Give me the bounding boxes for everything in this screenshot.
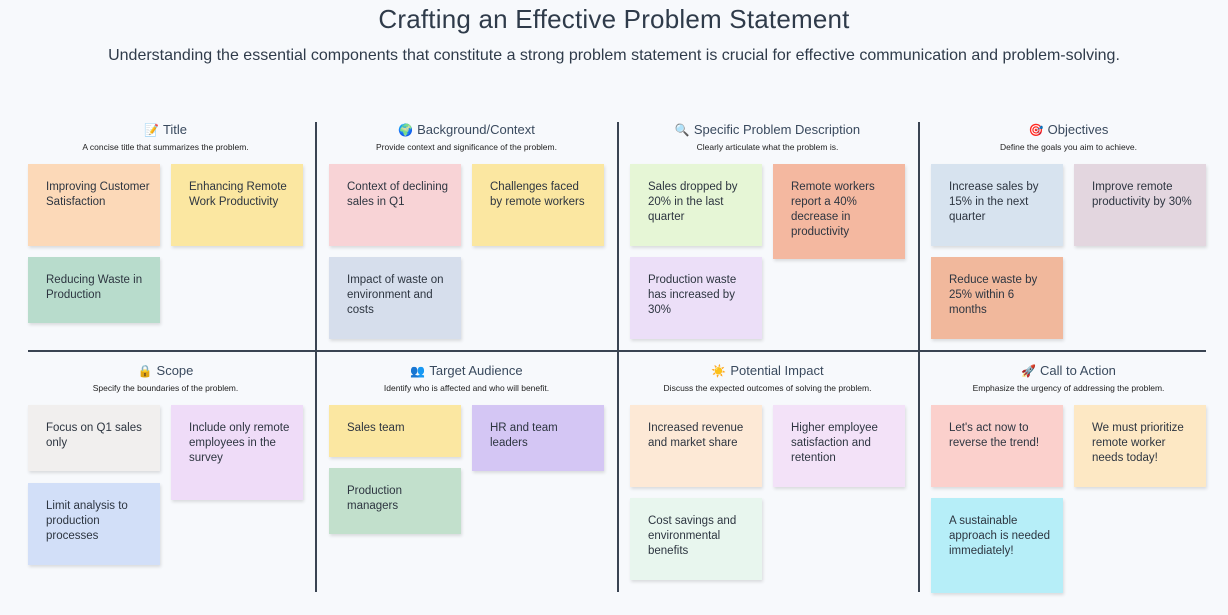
grid-divider-v1 <box>315 122 317 592</box>
section-title: 📝Title A concise title that summarizes th… <box>28 122 303 352</box>
section-description: Specify the boundaries of the problem. <box>92 383 239 393</box>
section-description: Clearly articulate what the problem is. <box>696 142 839 152</box>
sticky-note[interactable]: Production waste has increased by 30% <box>630 257 762 339</box>
section-heading: 📝Title <box>28 122 303 137</box>
sticky-note[interactable]: Reduce waste by 25% within 6 months <box>931 257 1063 339</box>
magnifier-icon: 🔍 <box>674 123 690 137</box>
section-description: Define the goals you aim to achieve. <box>999 142 1138 152</box>
sticky-note[interactable]: Higher employee satisfaction and retenti… <box>773 405 905 487</box>
page-subtitle: Understanding the essential components t… <box>108 47 1120 64</box>
section-description: Discuss the expected outcomes of solving… <box>663 383 872 393</box>
sticky-note[interactable]: We must prioritize remote worker needs t… <box>1074 405 1206 487</box>
sticky-note[interactable]: Focus on Q1 sales only <box>28 405 160 471</box>
people-icon: 👥 <box>410 364 426 378</box>
section-heading-label: Objectives <box>1047 122 1109 137</box>
grid-divider-v3 <box>918 122 920 592</box>
section-heading-label: Specific Problem Description <box>693 122 861 137</box>
section-description: Emphasize the urgency of addressing the … <box>972 383 1165 393</box>
target-icon: 🎯 <box>1028 123 1044 137</box>
sticky-note[interactable]: Cost savings and environmental benefits <box>630 498 762 580</box>
sticky-note[interactable]: Production managers <box>329 468 461 534</box>
sticky-note[interactable]: HR and team leaders <box>472 405 604 471</box>
sticky-note[interactable]: Sales dropped by 20% in the last quarter <box>630 164 762 246</box>
section-heading-label: Call to Action <box>1040 363 1116 378</box>
sticky-note[interactable]: Increased revenue and market share <box>630 405 762 487</box>
sticky-note[interactable]: Let's act now to reverse the trend! <box>931 405 1063 487</box>
grid-divider-h <box>28 350 1206 352</box>
sun-icon: ☀️ <box>711 364 727 378</box>
section-heading: 🌍Background/Context <box>329 122 604 137</box>
sticky-note[interactable]: Remote workers report a 40% decrease in … <box>773 164 905 259</box>
sticky-note[interactable]: A sustainable approach is needed immedia… <box>931 498 1063 593</box>
sticky-note[interactable]: Limit analysis to production processes <box>28 483 160 565</box>
rocket-icon: 🚀 <box>1021 364 1037 378</box>
lock-icon: 🔒 <box>137 364 153 378</box>
sticky-note[interactable]: Impact of waste on environment and costs <box>329 257 461 339</box>
section-description: A concise title that summarizes the prob… <box>82 142 249 152</box>
section-heading: 🎯Objectives <box>931 122 1206 137</box>
sticky-note[interactable]: Improving Customer Satisfaction <box>28 164 160 246</box>
sticky-note[interactable]: Sales team <box>329 405 461 457</box>
sticky-note[interactable]: Improve remote productivity by 30% <box>1074 164 1206 246</box>
section-heading-label: Background/Context <box>417 122 535 137</box>
grid-divider-v2 <box>617 122 619 592</box>
sticky-note[interactable]: Context of declining sales in Q1 <box>329 164 461 246</box>
section-heading: 👥Target Audience <box>329 363 604 378</box>
sticky-note[interactable]: Challenges faced by remote workers <box>472 164 604 246</box>
memo-icon: 📝 <box>143 123 159 137</box>
sticky-note[interactable]: Enhancing Remote Work Productivity <box>171 164 303 246</box>
page-title: Crafting an Effective Problem Statement <box>378 4 850 34</box>
globe-icon: 🌍 <box>398 123 414 137</box>
section-heading-label: Scope <box>156 363 194 378</box>
section-heading-label: Title <box>162 122 188 137</box>
section-heading-label: Potential Impact <box>730 363 824 378</box>
section-description: Identify who is affected and who will be… <box>383 383 550 393</box>
section-heading: 🚀Call to Action <box>931 363 1206 378</box>
section-description: Provide context and significance of the … <box>376 142 557 152</box>
section-heading: 🔍Specific Problem Description <box>630 122 905 137</box>
sticky-note[interactable]: Increase sales by 15% in the next quarte… <box>931 164 1063 246</box>
section-heading: 🔒Scope <box>28 363 303 378</box>
sticky-note[interactable]: Reducing Waste in Production <box>28 257 160 323</box>
sticky-note[interactable]: Include only remote employees in the sur… <box>171 405 303 500</box>
section-heading: ☀️Potential Impact <box>630 363 905 378</box>
section-heading-label: Target Audience <box>429 363 523 378</box>
